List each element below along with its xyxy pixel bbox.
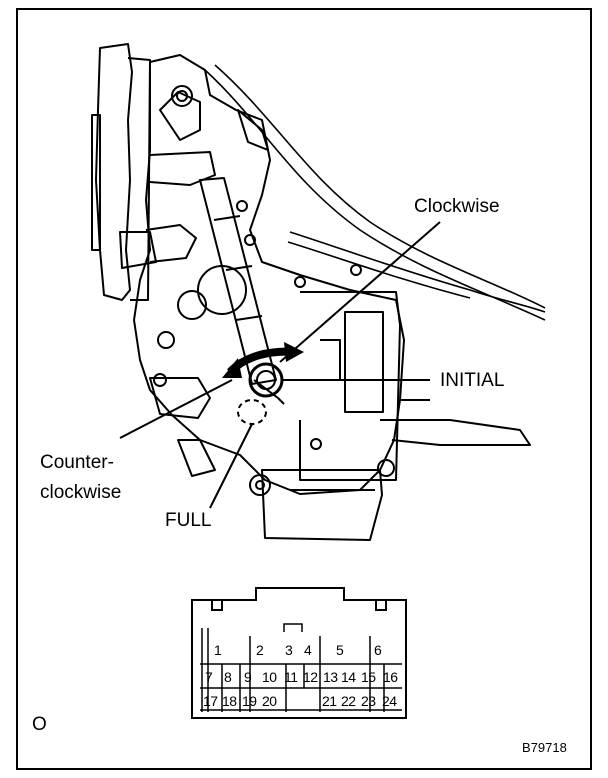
mechanism-left-plate bbox=[95, 43, 133, 301]
connector-pin-8: 8 bbox=[224, 669, 232, 685]
motor-housing bbox=[299, 291, 401, 481]
connector-pin-16: 16 bbox=[383, 669, 398, 685]
label-counterclockwise-line1: Counter- bbox=[40, 452, 114, 473]
connector-pin-4: 4 bbox=[304, 642, 312, 658]
connector-pin-9: 9 bbox=[244, 669, 252, 685]
connector-pin-19: 19 bbox=[242, 693, 257, 709]
connector-pin-14: 14 bbox=[341, 669, 356, 685]
rotation-arrow-head-right bbox=[284, 342, 304, 362]
leader-clockwise bbox=[279, 221, 441, 363]
figure-id: B79718 bbox=[522, 740, 567, 755]
connector-pin-7: 7 bbox=[205, 669, 213, 685]
connector-pin-11: 11 bbox=[284, 669, 298, 685]
connector-pin-6: 6 bbox=[374, 642, 382, 658]
label-full: FULL bbox=[165, 510, 212, 531]
connector-pin-15: 15 bbox=[361, 669, 376, 685]
leader-full bbox=[209, 423, 253, 509]
connector-pin-21: 21 bbox=[322, 693, 337, 709]
diagram-frame bbox=[16, 8, 592, 770]
connector-pin-13: 13 bbox=[323, 669, 338, 685]
rotation-arrow-head-left bbox=[222, 358, 242, 378]
connector-pin-5: 5 bbox=[336, 642, 344, 658]
connector-pin-1: 1 bbox=[214, 642, 222, 658]
connector-pin-22: 22 bbox=[341, 693, 356, 709]
connector-pin-23: 23 bbox=[361, 693, 376, 709]
connector-pin-17: 17 bbox=[203, 693, 218, 709]
connector-pin-18: 18 bbox=[222, 693, 237, 709]
cable-lower bbox=[289, 231, 546, 313]
connector-pin-20: 20 bbox=[262, 693, 277, 709]
corner-mark: O bbox=[32, 714, 47, 735]
leader-counterclockwise bbox=[119, 379, 233, 439]
label-counterclockwise-line2: clockwise bbox=[40, 482, 122, 503]
label-clockwise: Clockwise bbox=[414, 196, 500, 217]
label-initial: INITIAL bbox=[440, 370, 505, 391]
connector-pin-3: 3 bbox=[285, 642, 293, 658]
connector-pin-10: 10 bbox=[262, 669, 277, 685]
cable bbox=[204, 69, 546, 321]
connector-pin-24: 24 bbox=[382, 693, 397, 709]
connector-pin-2: 2 bbox=[256, 642, 264, 658]
lever-full-position bbox=[237, 399, 267, 425]
lower-bracket bbox=[261, 469, 383, 541]
connector-outline bbox=[191, 587, 407, 719]
connector-pin-12: 12 bbox=[303, 669, 318, 685]
